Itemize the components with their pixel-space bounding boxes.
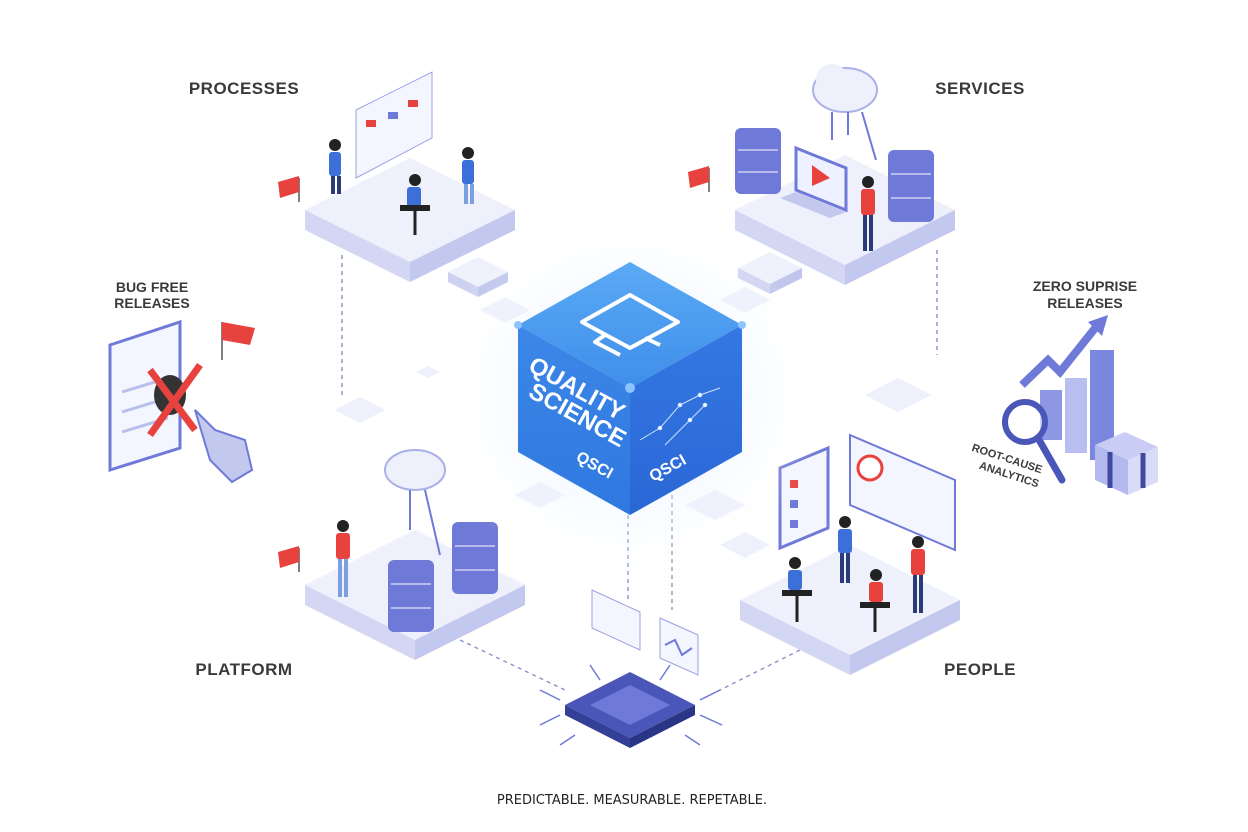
platform-services — [688, 64, 955, 294]
label-bug-free-2: RELEASES — [114, 295, 189, 311]
laptop-icon — [780, 145, 848, 218]
network-pattern-icon — [639, 387, 721, 446]
label-platform: PLATFORM — [195, 660, 292, 679]
person-icon — [838, 516, 852, 583]
dashboard-window-icon — [849, 433, 956, 552]
server-icon — [888, 150, 934, 222]
flag-icon — [221, 322, 255, 360]
platform-platform — [278, 449, 525, 660]
person-seated-icon — [782, 557, 812, 622]
person-icon — [861, 176, 875, 251]
server-icon — [452, 522, 498, 594]
person-icon — [336, 520, 350, 597]
label-processes: PROCESSES — [189, 79, 299, 98]
person-icon — [329, 139, 341, 194]
flag-icon — [278, 546, 300, 572]
qsci-logo-icon — [580, 293, 680, 357]
magnifier-icon — [1002, 399, 1066, 484]
flag-icon — [278, 176, 300, 202]
person-icon — [911, 536, 925, 613]
person-seated-icon — [860, 569, 890, 632]
label-zero-surprise-1: ZERO SUPRISE — [1033, 278, 1137, 294]
cloud-icon — [384, 449, 446, 556]
platform-processes — [278, 71, 515, 297]
label-services: SERVICES — [935, 79, 1025, 98]
bug-free-releases-illustration — [108, 319, 255, 484]
pointing-hand-icon — [194, 409, 254, 484]
gift-icon — [1095, 432, 1158, 495]
quality-science-cube: QUALITY SCIENCE QSCI QSCI — [430, 205, 830, 585]
flag-icon — [688, 166, 710, 192]
card-icon — [591, 589, 699, 676]
chip-illustration — [539, 589, 723, 748]
cross-icon — [147, 362, 203, 438]
person-icon — [462, 147, 474, 204]
label-bug-free-1: BUG FREE — [116, 279, 188, 295]
person-seated-icon — [400, 174, 430, 235]
server-icon — [388, 560, 434, 632]
server-icon — [735, 128, 781, 194]
label-zero-surprise-2: RELEASES — [1047, 295, 1122, 311]
tagline: PREDICTABLE. MEASURABLE. REPETABLE. — [497, 793, 767, 808]
label-people: PEOPLE — [944, 660, 1016, 679]
cloud-icon — [812, 64, 878, 161]
zero-surprise-illustration: ROOT-CAUSE ANALYTICS — [970, 315, 1158, 495]
